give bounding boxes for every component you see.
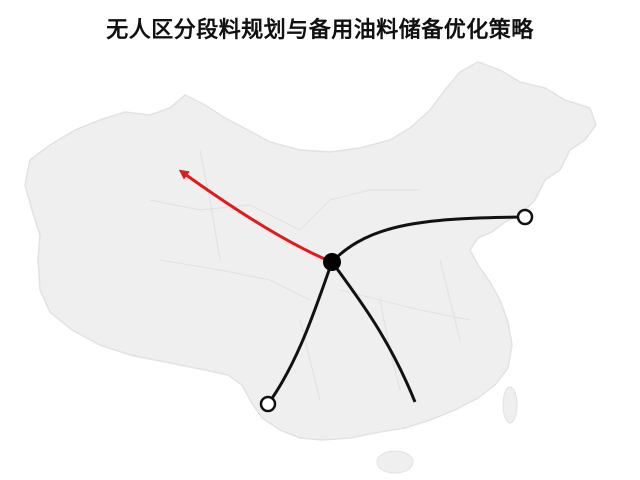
route-southwest[interactable]: [266, 261, 334, 405]
endpoint-southwest[interactable]: [259, 395, 277, 413]
central-hub[interactable]: [323, 253, 341, 271]
taiwan-island: [502, 386, 518, 424]
route-south[interactable]: [330, 261, 417, 403]
route-northwest[interactable]: [178, 169, 333, 264]
page-title: 无人区分段料规划与备用油料储备优化策略: [106, 18, 534, 43]
endpoint-northeast[interactable]: [516, 208, 534, 226]
hainan-island: [376, 450, 414, 474]
route-northeast[interactable]: [330, 215, 526, 264]
